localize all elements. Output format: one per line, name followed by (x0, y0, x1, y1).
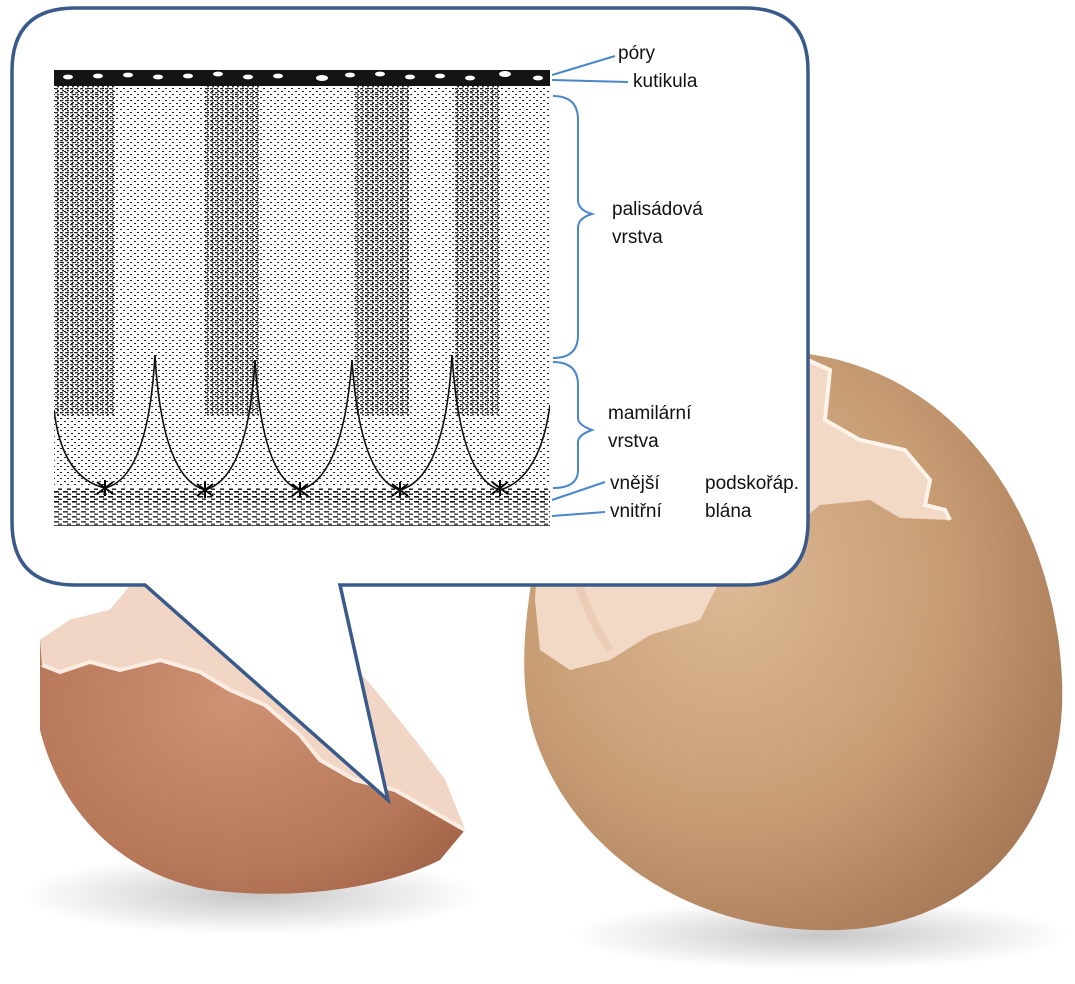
label-outer: vnější (610, 472, 660, 496)
inner-membrane (54, 504, 550, 526)
cuticle (54, 70, 550, 86)
outer-membrane (54, 488, 550, 504)
label-membrane: blána (705, 500, 752, 524)
label-mammillary-line2: vrstva (608, 430, 691, 454)
label-shell-membrane-abbr: podskořáp. (705, 472, 799, 496)
label-pores: póry (618, 42, 655, 66)
label-cuticle: kutikula (633, 70, 697, 94)
shell-cross-section (54, 70, 550, 526)
label-mammillary-line1: mamilární (608, 402, 691, 426)
label-inner: vnitřní (610, 500, 662, 524)
label-palisade-line1: palisádová (612, 198, 703, 222)
label-palisade-layer: palisádová vrstva (612, 198, 703, 250)
label-palisade-line2: vrstva (612, 226, 703, 250)
label-mammillary-layer: mamilární vrstva (608, 402, 691, 454)
